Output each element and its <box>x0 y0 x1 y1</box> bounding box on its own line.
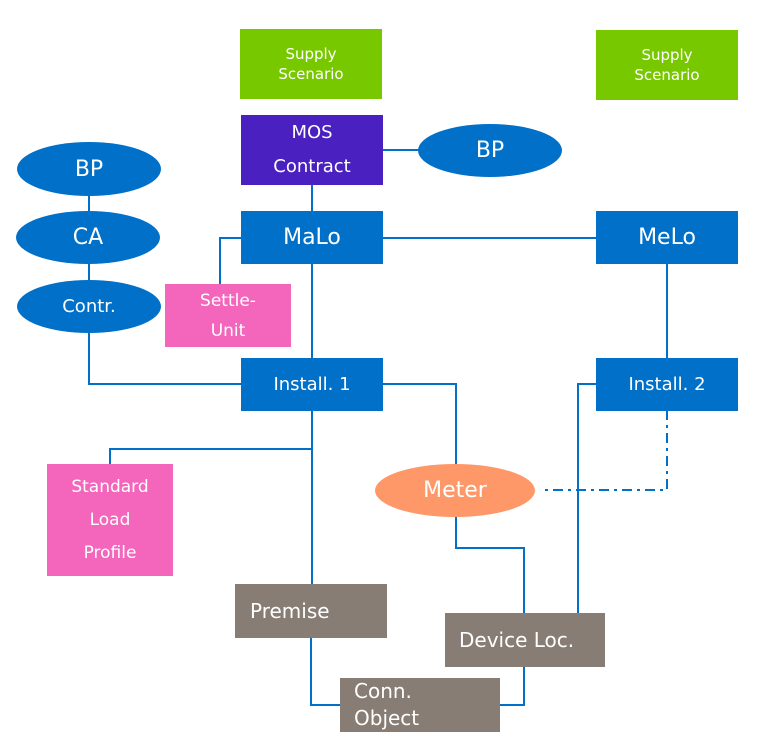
install-2-node[interactable]: Install. 2 <box>596 358 738 411</box>
malo-node[interactable]: MaLo <box>241 211 383 264</box>
contr-label: Contr. <box>62 296 116 317</box>
edge-premise-connobj <box>310 637 340 706</box>
device-loc-label: Device Loc. <box>459 628 575 652</box>
supply-scenario-node-2[interactable]: Supply Scenario <box>596 30 738 100</box>
mos-contract-label: MOS Contract <box>273 122 351 177</box>
malo-label: MaLo <box>283 225 341 250</box>
device-loc-node[interactable]: Device Loc. <box>445 613 605 667</box>
bp-right-node[interactable]: BP <box>418 124 562 177</box>
contr-node[interactable]: Contr. <box>17 280 161 333</box>
supply-scenario-node-1[interactable]: Supply Scenario <box>240 29 382 99</box>
mos-contract-node[interactable]: MOS Contract <box>241 115 383 185</box>
install-1-node[interactable]: Install. 1 <box>241 358 383 411</box>
bp-left-node[interactable]: BP <box>17 142 161 196</box>
meter-label: Meter <box>423 478 487 503</box>
premise-node[interactable]: Premise <box>235 584 387 638</box>
edge-contr-install1 <box>88 332 242 385</box>
edge-deviceloc-connobj <box>499 666 525 706</box>
edge-install1-meter <box>382 383 457 465</box>
melo-node[interactable]: MeLo <box>596 211 738 264</box>
melo-label: MeLo <box>638 225 696 250</box>
standard-load-profile-label: Standard Load Profile <box>71 476 149 563</box>
edge-malo-settle <box>219 237 242 285</box>
premise-label: Premise <box>250 599 330 623</box>
settle-unit-label: Settle- Unit <box>200 290 256 341</box>
conn-object-node[interactable]: Conn. Object <box>340 678 500 732</box>
bp-left-label: BP <box>74 156 104 182</box>
edge-meter-deviceloc <box>455 515 525 614</box>
supply-scenario-label-1: Supply Scenario <box>278 45 344 83</box>
ca-node[interactable]: CA <box>16 211 160 264</box>
edge-install1-slp <box>109 410 313 465</box>
settle-unit-node[interactable]: Settle- Unit <box>165 284 291 347</box>
install-2-label: Install. 2 <box>628 374 706 395</box>
ca-label: CA <box>72 225 104 250</box>
edge-install2-deviceloc <box>577 383 597 625</box>
conn-object-label: Conn. Object <box>354 679 420 730</box>
standard-load-profile-node[interactable]: Standard Load Profile <box>47 464 173 576</box>
meter-node[interactable]: Meter <box>375 464 535 517</box>
supply-scenario-label-2: Supply Scenario <box>634 46 700 84</box>
bp-right-label: BP <box>475 138 505 163</box>
install-1-label: Install. 1 <box>273 374 351 395</box>
edge-install2-meter-dashdot <box>540 410 668 491</box>
